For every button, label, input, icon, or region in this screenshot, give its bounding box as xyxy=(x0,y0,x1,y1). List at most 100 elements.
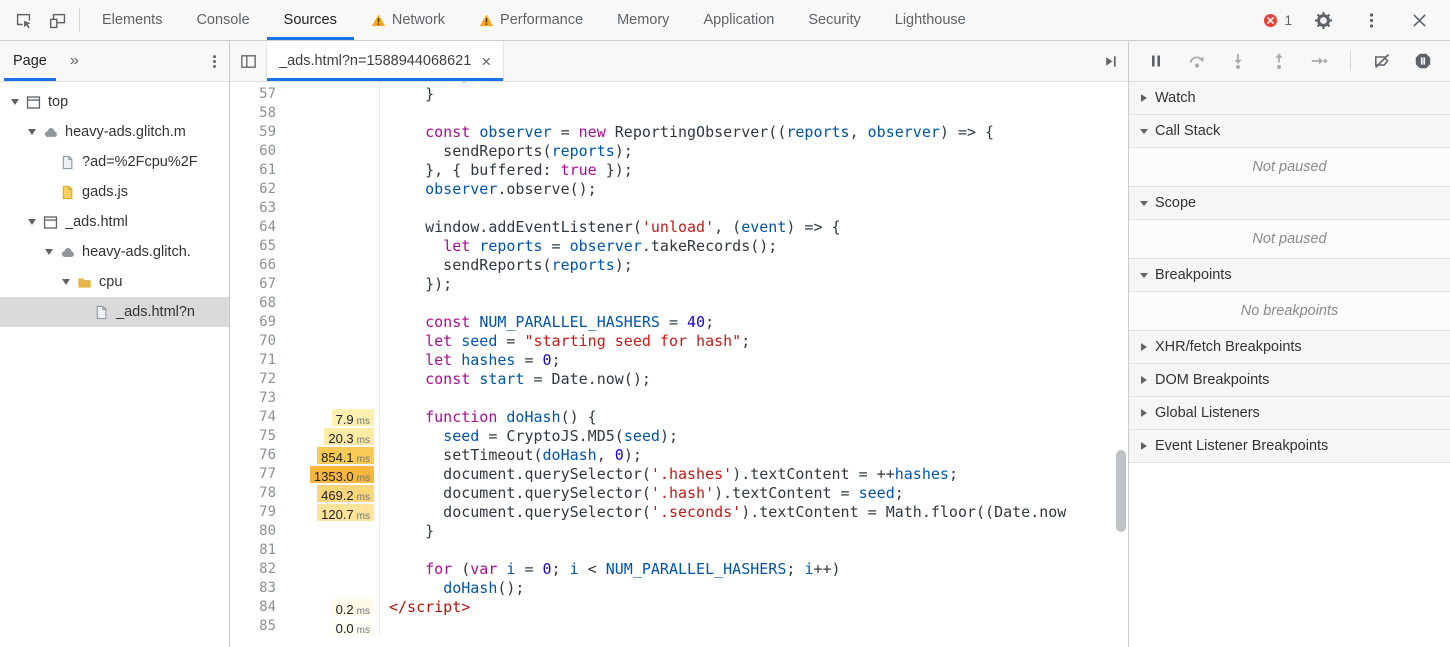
line-number[interactable]: 67 xyxy=(259,276,276,292)
line-number[interactable]: 83 xyxy=(259,580,276,596)
code-line-82[interactable]: 82 for (var i = 0; i < NUM_PARALLEL_HASH… xyxy=(230,560,1128,579)
line-number[interactable]: 62 xyxy=(259,181,276,197)
code-line-73[interactable]: 73 xyxy=(230,389,1128,408)
section-breakpoints[interactable]: Breakpoints xyxy=(1129,259,1450,292)
deactivate-breakpoints-button[interactable] xyxy=(1372,51,1392,71)
code-line-68[interactable]: 68 xyxy=(230,294,1128,313)
tab-network[interactable]: Network xyxy=(354,0,462,40)
section-call-stack[interactable]: Call Stack xyxy=(1129,115,1450,148)
line-number[interactable]: 57 xyxy=(259,86,276,102)
line-number[interactable]: 74 xyxy=(259,409,276,425)
disclosure-down-icon[interactable] xyxy=(25,129,39,135)
tab-performance[interactable]: Performance xyxy=(462,0,600,40)
tree-item-gads-js[interactable]: gads.js xyxy=(0,177,229,207)
code-text[interactable]: document.querySelector('.hashes').textCo… xyxy=(389,465,958,483)
settings-button[interactable] xyxy=(1306,0,1340,40)
pause-on-exceptions-button[interactable] xyxy=(1413,51,1433,71)
code-text[interactable]: </script> xyxy=(389,598,471,616)
tree-item-top[interactable]: top xyxy=(0,87,229,117)
code-text[interactable]: doHash(); xyxy=(443,579,525,597)
tree-item-ads-html[interactable]: _ads.html xyxy=(0,207,229,237)
code-line-62[interactable]: 62 observer.observe(); xyxy=(230,180,1128,199)
code-text[interactable]: document.querySelector('.hash').textCont… xyxy=(389,484,904,502)
code-line-67[interactable]: 67 }); xyxy=(230,275,1128,294)
line-number[interactable]: 66 xyxy=(259,257,276,273)
line-number[interactable]: 60 xyxy=(259,143,276,159)
line-number[interactable]: 61 xyxy=(259,162,276,178)
more-options-button[interactable] xyxy=(1354,0,1388,40)
code-line-64[interactable]: 64 window.addEventListener('unload', (ev… xyxy=(230,218,1128,237)
close-devtools-button[interactable] xyxy=(1402,0,1436,40)
line-number[interactable]: 80 xyxy=(259,523,276,539)
code-text[interactable]: const NUM_PARALLEL_HASHERS = 40; xyxy=(425,313,715,331)
code-line-71[interactable]: 71 let hashes = 0; xyxy=(230,351,1128,370)
section-scope[interactable]: Scope xyxy=(1129,187,1450,220)
code-line-66[interactable]: 66 sendReports(reports); xyxy=(230,256,1128,275)
code-text[interactable]: observer.observe(); xyxy=(425,180,597,198)
line-number[interactable]: 84 xyxy=(259,599,276,615)
code-text[interactable]: let hashes = 0; xyxy=(425,351,561,369)
section-event-listener-breakpoints[interactable]: Event Listener Breakpoints xyxy=(1129,430,1450,463)
code-line-69[interactable]: 69 const NUM_PARALLEL_HASHERS = 40; xyxy=(230,313,1128,332)
code-text[interactable]: sendReports(reports); xyxy=(389,142,633,160)
code-text[interactable]: }, { buffered: true }); xyxy=(389,161,633,179)
tree-item-ad-2fcpu-2f[interactable]: ?ad=%2Fcpu%2F xyxy=(0,147,229,177)
code-text[interactable]: document.querySelector('.seconds').textC… xyxy=(389,503,1067,521)
tree-item-cpu[interactable]: cpu xyxy=(0,267,229,297)
tab-lighthouse[interactable]: Lighthouse xyxy=(878,0,983,40)
editor-scrollbar[interactable] xyxy=(1116,82,1126,647)
line-number[interactable]: 76 xyxy=(259,447,276,463)
tab-sources[interactable]: Sources xyxy=(266,0,355,40)
tab-memory[interactable]: Memory xyxy=(600,0,686,40)
code-text[interactable]: const observer = new ReportingObserver((… xyxy=(425,123,995,141)
line-number[interactable]: 79 xyxy=(259,504,276,520)
disclosure-down-icon[interactable] xyxy=(42,249,56,255)
error-count-badge[interactable]: 1 xyxy=(1263,13,1292,28)
section-xhr-fetch-breakpoints[interactable]: XHR/fetch Breakpoints xyxy=(1129,331,1450,364)
code-text[interactable]: let reports = observer.takeRecords(); xyxy=(443,237,778,255)
line-number[interactable]: 77 xyxy=(259,466,276,482)
code-text[interactable]: }); xyxy=(389,275,453,293)
section-global-listeners[interactable]: Global Listeners xyxy=(1129,397,1450,430)
line-number[interactable]: 78 xyxy=(259,485,276,501)
code-text[interactable]: const start = Date.now(); xyxy=(425,370,651,388)
code-line-80[interactable]: 80 } xyxy=(230,522,1128,541)
line-number[interactable]: 82 xyxy=(259,561,276,577)
editor-tab[interactable]: _ads.html?n=1588944068621 × xyxy=(266,41,505,81)
tab-elements[interactable]: Elements xyxy=(85,0,179,40)
code-text[interactable]: for (var i = 0; i < NUM_PARALLEL_HASHERS… xyxy=(425,560,841,578)
navigator-tab-page[interactable]: Page xyxy=(0,41,60,81)
line-number[interactable]: 68 xyxy=(259,295,276,311)
code-line-61[interactable]: 61 }, { buffered: true }); xyxy=(230,161,1128,180)
tree-item-ads-html-n[interactable]: _ads.html?n xyxy=(0,297,229,327)
code-text[interactable]: } xyxy=(389,85,435,103)
disclosure-down-icon[interactable] xyxy=(25,219,39,225)
tab-security[interactable]: Security xyxy=(791,0,877,40)
code-line-60[interactable]: 60 sendReports(reports); xyxy=(230,142,1128,161)
line-number[interactable]: 58 xyxy=(259,105,276,121)
line-number[interactable]: 70 xyxy=(259,333,276,349)
code-line-59[interactable]: 59 const observer = new ReportingObserve… xyxy=(230,123,1128,142)
scrollbar-thumb[interactable] xyxy=(1116,450,1126,532)
code-line-81[interactable]: 81 xyxy=(230,541,1128,560)
line-number[interactable]: 65 xyxy=(259,238,276,254)
tree-item-heavy-ads-glitch-m[interactable]: heavy-ads.glitch.m xyxy=(0,117,229,147)
code-line-70[interactable]: 70 let seed = "starting seed for hash"; xyxy=(230,332,1128,351)
line-number[interactable]: 75 xyxy=(259,428,276,444)
code-line-83[interactable]: 83 doHash(); xyxy=(230,579,1128,598)
tree-item-heavy-ads-glitch[interactable]: heavy-ads.glitch. xyxy=(0,237,229,267)
line-number[interactable]: 85 xyxy=(259,618,276,634)
section-dom-breakpoints[interactable]: DOM Breakpoints xyxy=(1129,364,1450,397)
code-text[interactable]: } xyxy=(389,522,435,540)
inspect-button[interactable] xyxy=(6,0,40,40)
line-number[interactable]: 59 xyxy=(259,124,276,140)
disclosure-down-icon[interactable] xyxy=(8,99,22,105)
line-number[interactable]: 69 xyxy=(259,314,276,330)
